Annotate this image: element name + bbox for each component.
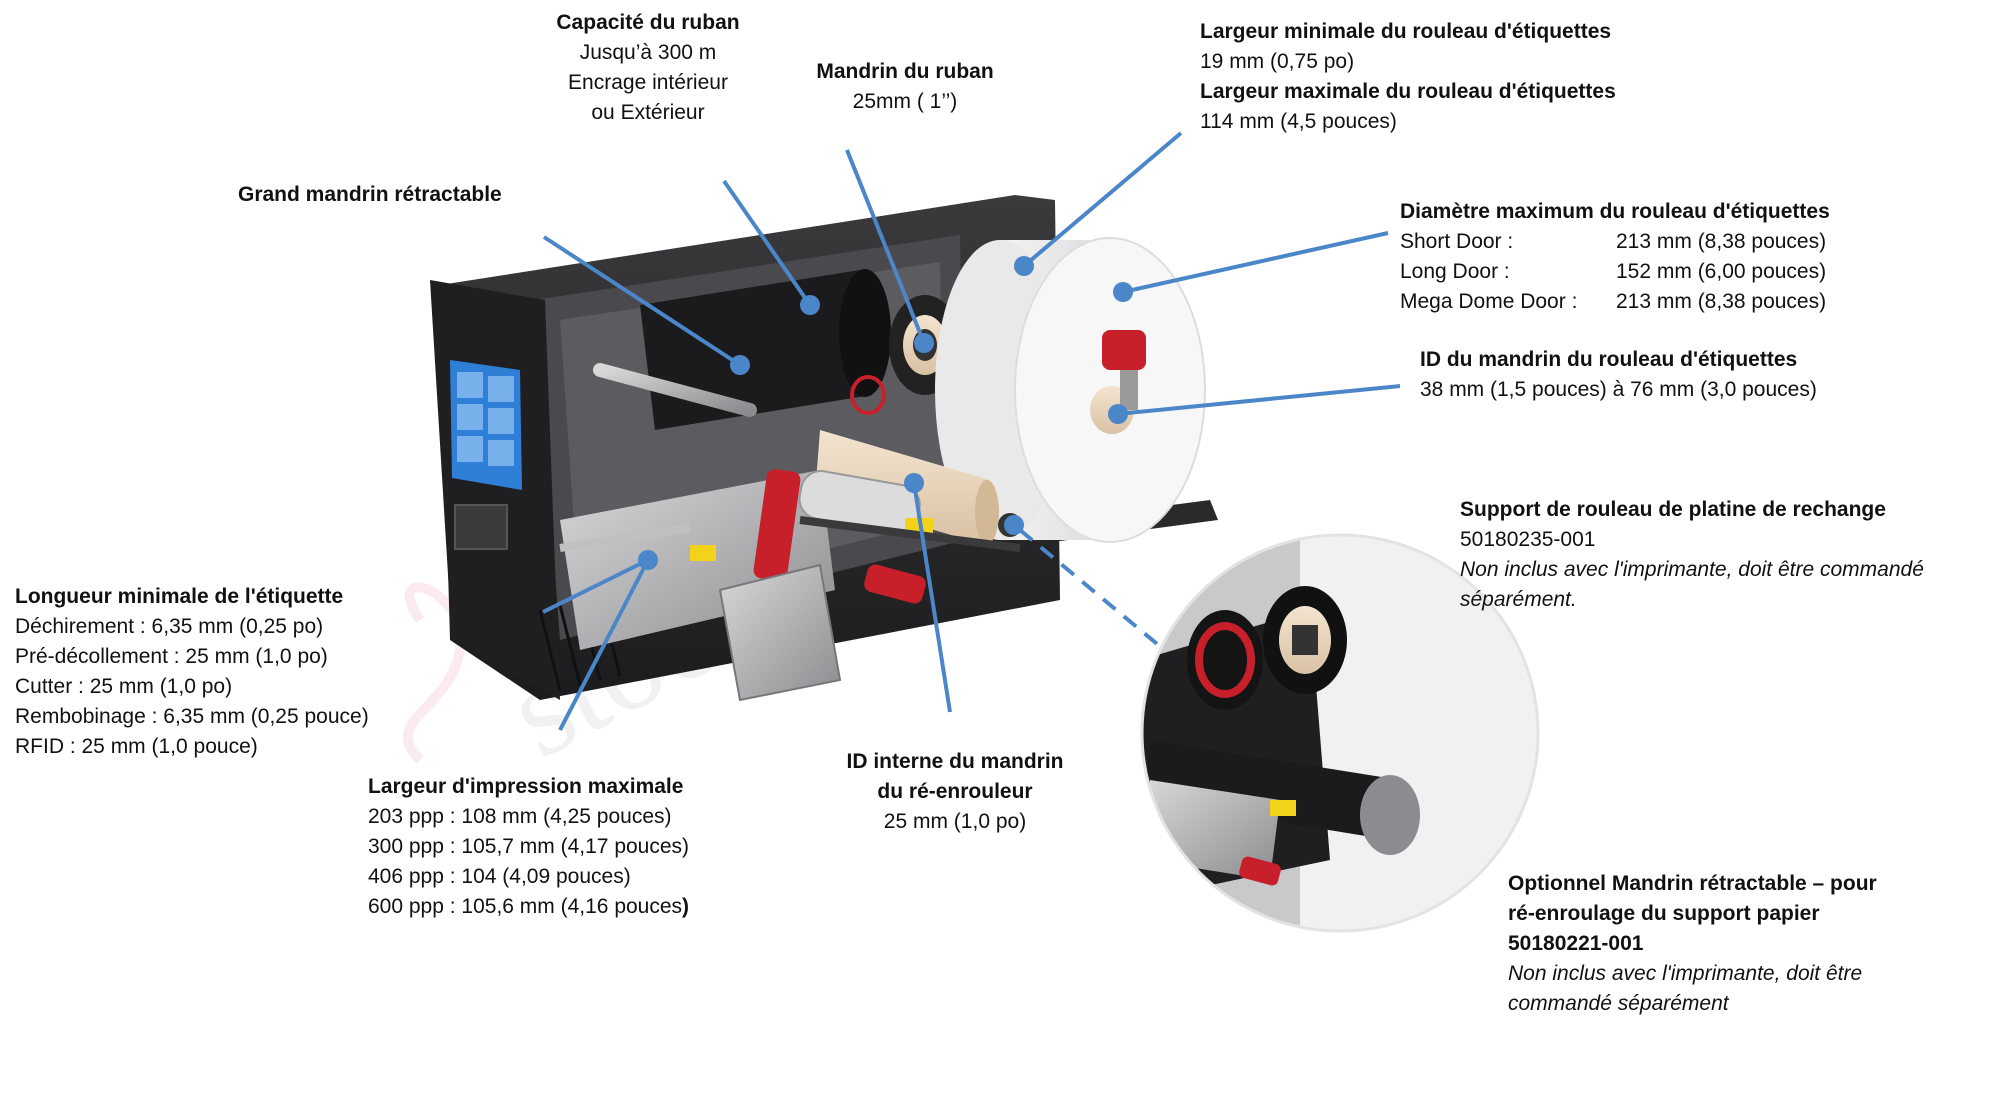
callout-platen-holder: Support de rouleau de platine de rechang…: [1460, 495, 1924, 615]
callout-title: ID interne du mandrin: [846, 750, 1064, 773]
callout-retractable-spindle: Grand mandrin rétractable: [238, 180, 502, 210]
part-number: 50180221-001: [1508, 932, 1644, 955]
callout-line: Rembobinage : 6,35 mm (0,25 pouce): [15, 705, 369, 728]
callout-line: 406 ppp : 104 (4,09 pouces): [368, 865, 631, 888]
red-lever: [1102, 330, 1146, 370]
callout-value: 38 mm (1,5 pouces) à 76 mm (3,0 pouces): [1420, 378, 1817, 401]
door-type: Mega Dome Door :: [1400, 290, 1578, 313]
door-type: Short Door :: [1400, 230, 1514, 253]
part-number: 50180235-001: [1460, 528, 1596, 551]
optional-spindle-cap: [1360, 775, 1420, 855]
callout-title: Grand mandrin rétractable: [238, 183, 502, 206]
callout-title: Largeur maximale du rouleau d'étiquettes: [1200, 80, 1616, 103]
callout-title: Optionnel Mandrin rétractable – pour: [1508, 872, 1877, 895]
callout-value: 19 mm (0,75 po): [1200, 50, 1355, 73]
callout-dot: [1004, 515, 1024, 535]
callout-title: Mandrin du ruban: [816, 60, 994, 83]
callout-line: Déchirement : 6,35 mm (0,25 po): [15, 615, 324, 638]
callout-dot: [904, 473, 924, 493]
red-handle: [753, 469, 801, 581]
callout-title: Diamètre maximum du rouleau d'étiquettes: [1400, 200, 1830, 223]
diameter-row: Short Door : 213 mm (8,38 pouces): [1400, 227, 1830, 257]
callout-label-roll-diameter: Diamètre maximum du rouleau d'étiquettes…: [1400, 197, 1830, 317]
callout-ribbon-core: Mandrin du ruban 25mm ( 1’’): [800, 57, 1010, 117]
callout-label-roll-width: Largeur minimale du rouleau d'étiquettes…: [1200, 17, 1616, 137]
callout-title: Largeur d'impression maximale: [368, 775, 684, 798]
callout-title: du ré-enrouleur: [877, 780, 1033, 803]
callout-note: Non inclus avec l'imprimante, doit être: [1508, 962, 1863, 985]
door-value: 152 mm (6,00 pouces): [1616, 260, 1827, 283]
callout-label-core-id: ID du mandrin du rouleau d'étiquettes 38…: [1420, 345, 1817, 405]
callout-dot: [1108, 404, 1128, 424]
callout-line-text: 600 ppp : 105,6 mm (4,16 pouces: [368, 895, 683, 918]
home-button: [454, 504, 508, 550]
callout-line: Pré-décollement : 25 mm (1,0 po): [15, 645, 328, 668]
callout-note: séparément.: [1460, 588, 1577, 611]
callout-line: 25mm ( 1’’): [852, 90, 958, 113]
callout-line: RFID : 25 mm (1,0 pouce): [15, 735, 258, 758]
callout-title: Largeur minimale du rouleau d'étiquettes: [1200, 20, 1612, 43]
callout-ribbon-capacity: Capacité du ruban Jusqu’à 300 m Encrage …: [548, 8, 748, 128]
callout-note: Non inclus avec l'imprimante, doit être …: [1460, 558, 1924, 581]
callout-max-print-width: Largeur d'impression maximale 203 ppp : …: [368, 772, 689, 922]
callout-line: Cutter : 25 mm (1,0 po): [15, 675, 233, 698]
callout-title: Capacité du ruban: [556, 11, 740, 34]
door-value: 213 mm (8,38 pouces): [1616, 230, 1827, 253]
print-mechanism-front: [718, 563, 842, 702]
callout-line: Jusqu’à 300 m: [579, 41, 717, 64]
callout-value: 114 mm (4,5 pouces): [1200, 110, 1397, 133]
printer-illustration: [430, 195, 1218, 702]
diameter-row: Long Door : 152 mm (6,00 pouces): [1400, 257, 1830, 287]
zoom-inset: [1140, 533, 1540, 933]
callout-title: Longueur minimale de l'étiquette: [15, 585, 344, 608]
callout-dot: [730, 355, 750, 375]
callout-note: commandé séparément: [1508, 992, 1729, 1015]
callout-value: 25 mm (1,0 po): [883, 810, 1027, 833]
callout-dot: [1113, 282, 1133, 302]
callout-title: ID du mandrin du rouleau d'étiquettes: [1420, 348, 1798, 371]
door-type: Long Door :: [1400, 260, 1510, 283]
callout-dot: [914, 333, 934, 353]
callout-lines: [542, 131, 1401, 731]
callout-min-label-length: Longueur minimale de l'étiquette Déchire…: [15, 582, 369, 762]
callout-line: 600 ppp : 105,6 mm (4,16 pouces): [368, 892, 689, 922]
callout-line-paren: ): [682, 895, 690, 918]
callout-line: 203 ppp : 108 mm (4,25 pouces): [368, 805, 672, 828]
front-panel: [430, 280, 560, 700]
diameter-row: Mega Dome Door : 213 mm (8,38 pouces): [1400, 287, 1830, 317]
callout-rewinder-core: ID interne du mandrin du ré-enrouleur 25…: [820, 747, 1090, 837]
callout-line: 300 ppp : 105,7 mm (4,17 pouces): [368, 835, 690, 858]
callout-line: Encrage intérieur: [568, 71, 728, 94]
callout-dot: [1014, 256, 1034, 276]
callout-title: Support de rouleau de platine de rechang…: [1460, 498, 1886, 521]
door-value: 213 mm (8,38 pouces): [1616, 290, 1827, 313]
callout-dot: [800, 295, 820, 315]
callout-title: ré-enroulage du support papier: [1508, 902, 1820, 925]
callout-optional-spindle: Optionnel Mandrin rétractable – pour ré-…: [1508, 869, 1877, 1019]
callout-line: ou Extérieur: [591, 101, 705, 124]
